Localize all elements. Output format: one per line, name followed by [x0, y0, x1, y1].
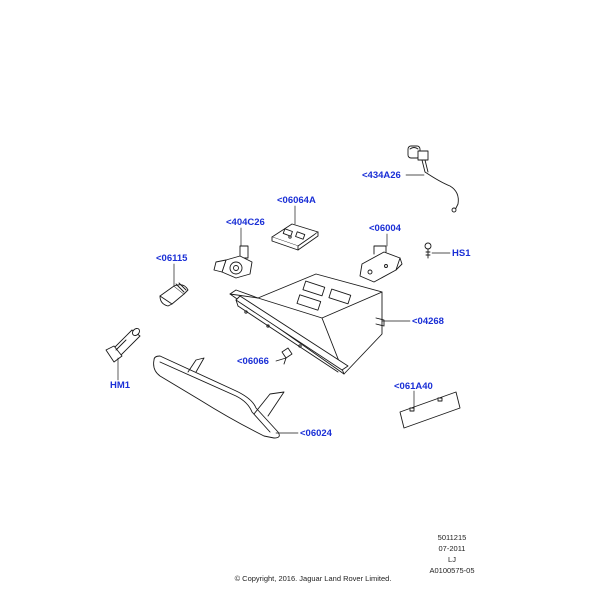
ref-line-3: LJ: [448, 555, 456, 564]
leader-lines: [117, 174, 451, 434]
callout-HS1[interactable]: HS1: [452, 248, 471, 259]
ref-line-1: 5011215: [437, 533, 467, 542]
callout-06064A[interactable]: <06064A: [277, 195, 316, 206]
part-06115-cylinder: [159, 282, 189, 307]
callout-061A40[interactable]: <061A40: [394, 381, 433, 392]
ref-line-2: 07-2011: [438, 544, 466, 553]
part-06024-lid: [153, 355, 285, 439]
part-06004-bracket: [359, 245, 403, 283]
copyright-notice: © Copyright, 2016. Jaguar Land Rover Lim…: [234, 574, 392, 583]
part-06064A-plate: [271, 223, 319, 251]
part-HS1-screw: [424, 242, 432, 259]
part-061A40-strip: [399, 391, 461, 429]
callout-06024[interactable]: <06024: [300, 428, 332, 439]
callout-06066[interactable]: <06066: [237, 356, 269, 367]
part-434A26-switch-cable: [407, 145, 459, 213]
callout-06115[interactable]: <06115: [156, 253, 188, 264]
callout-HM1[interactable]: HM1: [110, 380, 131, 391]
callout-404C26[interactable]: <404C26: [226, 217, 265, 228]
callout-06004[interactable]: <06004: [369, 223, 401, 234]
part-06066-clip: [281, 347, 293, 365]
callout-04268[interactable]: <04268: [412, 316, 444, 327]
ref-line-4: A0100575-05: [429, 566, 475, 575]
part-404C26-latch: [213, 245, 253, 279]
part-04268-glovebox-bin: [229, 273, 385, 375]
part-HM1-handle: [105, 328, 141, 363]
reference-block: 5011215 07-2011 LJ A0100575-05: [414, 532, 490, 576]
callout-434A26[interactable]: <434A26: [362, 170, 401, 181]
